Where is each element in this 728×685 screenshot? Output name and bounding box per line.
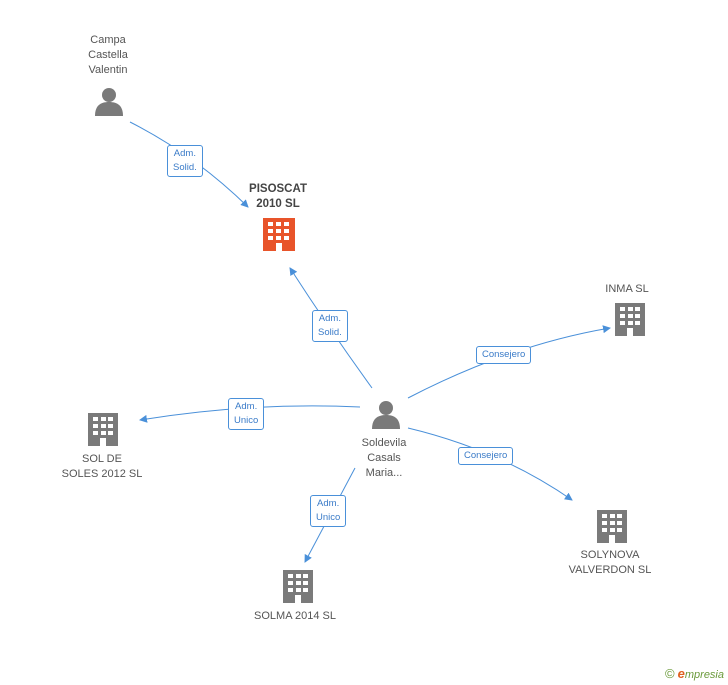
building-icon[interactable] <box>597 510 627 543</box>
person-icon[interactable] <box>95 88 123 116</box>
edge-label-campa-pisoscat: Adm. Solid. <box>167 145 203 177</box>
node-label-soldesoles[interactable]: SOL DE SOLES 2012 SL <box>61 453 143 480</box>
building-icon[interactable] <box>283 570 313 603</box>
node-label-soldevila[interactable]: Soldevila Casals Maria... <box>361 437 407 479</box>
person-icon[interactable] <box>372 401 400 429</box>
node-label-solma[interactable]: SOLMA 2014 SL <box>254 610 336 622</box>
building-icon[interactable] <box>615 303 645 336</box>
edge-label-soldevila-solynova: Consejero <box>458 447 514 465</box>
brand-logo: © empresia <box>665 666 724 681</box>
node-label-campa[interactable]: Campa Castella Valentin <box>88 34 128 76</box>
copyright-icon: © <box>664 666 675 681</box>
edge-label-soldevila-solma: Adm. Unico <box>310 495 347 527</box>
node-label-pisoscat[interactable]: PISOSCAT 2010 SL <box>249 183 307 210</box>
node-label-inma[interactable]: INMA SL <box>605 283 649 295</box>
edge-label-soldevila-soldesoles: Adm. Unico <box>228 398 265 430</box>
building-icon[interactable] <box>88 413 118 446</box>
brand-name: mpresia <box>684 669 724 681</box>
building-icon-focus[interactable] <box>263 218 295 251</box>
node-label-solynova[interactable]: SOLYNOVA VALVERDON SL <box>568 549 652 576</box>
brand-initial: e <box>677 666 685 681</box>
edge-label-soldevila-pisoscat: Adm. Solid. <box>312 310 348 342</box>
edge-label-soldevila-inma: Consejero <box>476 346 532 364</box>
